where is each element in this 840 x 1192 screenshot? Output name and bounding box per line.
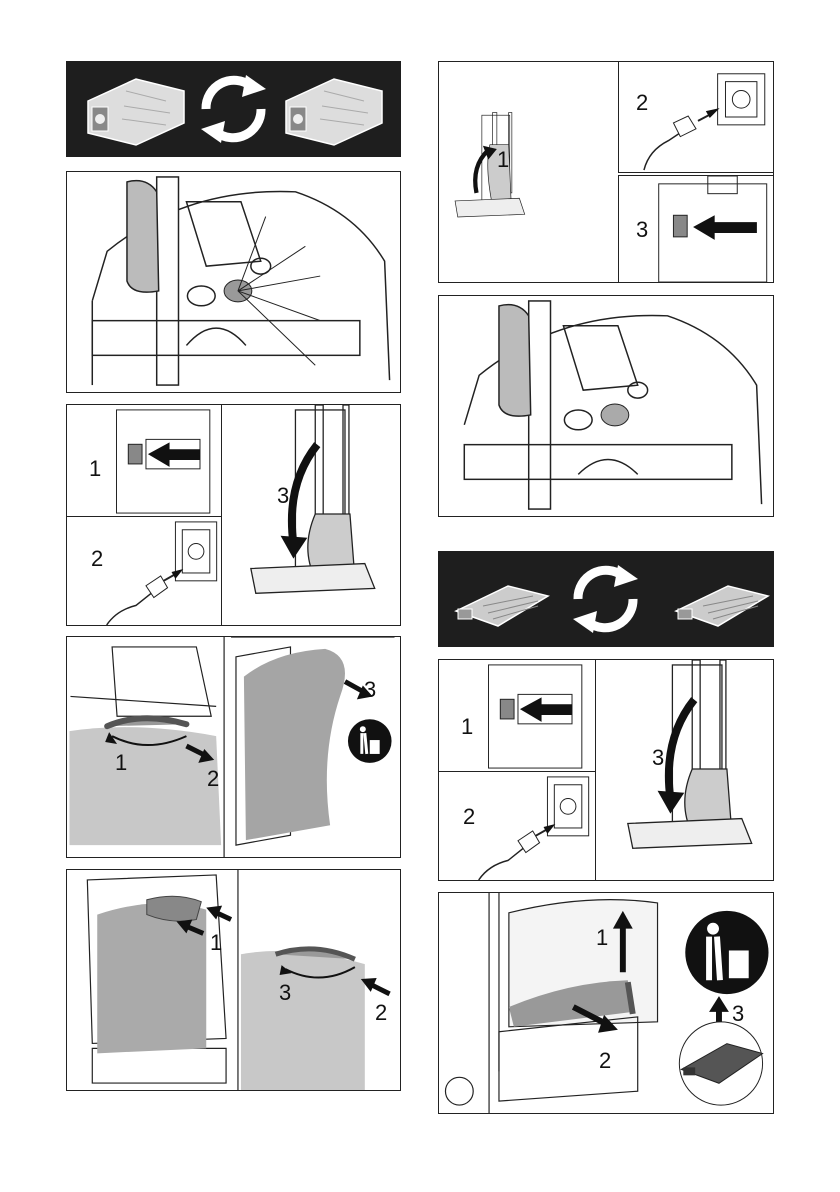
insert-bag-illustration — [67, 870, 400, 1090]
indicator-off-panel — [438, 295, 774, 517]
step-number: 1 — [596, 927, 608, 949]
unplug-tilt-panel-left: 1 2 3 — [66, 404, 401, 626]
step-number: 3 — [636, 219, 648, 241]
step-number: 3 — [364, 679, 376, 701]
tilt-handle-illustration — [67, 405, 400, 625]
trash-bin-icon — [348, 719, 392, 763]
insert-bag-panel: 1 3 2 — [66, 869, 401, 1091]
filter-inset-icon — [679, 1022, 762, 1105]
plug-in-illustration — [619, 62, 774, 172]
indicator-off-illustration — [439, 296, 773, 516]
tilt-handle-illustration — [439, 660, 773, 880]
trash-bin-icon — [685, 911, 768, 994]
unplug-tilt-panel-right: 1 2 3 — [438, 659, 774, 881]
reconnect-panel: 1 2 3 — [438, 61, 774, 283]
remove-filter-panel: 1 2 3 — [438, 892, 774, 1114]
step-number: 1 — [115, 752, 127, 774]
remove-bag-panel: 1 2 3 — [66, 636, 401, 858]
old-filter-icon — [456, 586, 548, 626]
remove-bag-illustration — [67, 637, 400, 857]
old-dust-bag-icon — [88, 79, 184, 145]
step-number: 1 — [210, 932, 222, 954]
bag-replacement-banner — [66, 61, 401, 157]
filter-replacement-illustration — [438, 551, 774, 647]
new-dust-bag-icon — [286, 79, 382, 145]
step-number: 3 — [652, 747, 664, 769]
step-number: 2 — [207, 768, 219, 790]
new-filter-icon — [676, 586, 768, 626]
step-number: 3 — [732, 1003, 744, 1025]
step-number: 2 — [375, 1002, 387, 1024]
bag-replacement-illustration — [66, 61, 401, 157]
plug-in-subpanel — [618, 61, 774, 173]
filter-replacement-banner — [438, 551, 774, 647]
step-number: 2 — [599, 1050, 611, 1072]
step-number: 2 — [636, 92, 648, 114]
raise-handle-illustration — [439, 62, 619, 282]
fill-indicator-illustration — [67, 172, 400, 392]
step-number: 3 — [279, 982, 291, 1004]
fill-indicator-panel — [66, 171, 401, 393]
step-number: 1 — [497, 149, 509, 171]
step-number: 3 — [277, 485, 289, 507]
